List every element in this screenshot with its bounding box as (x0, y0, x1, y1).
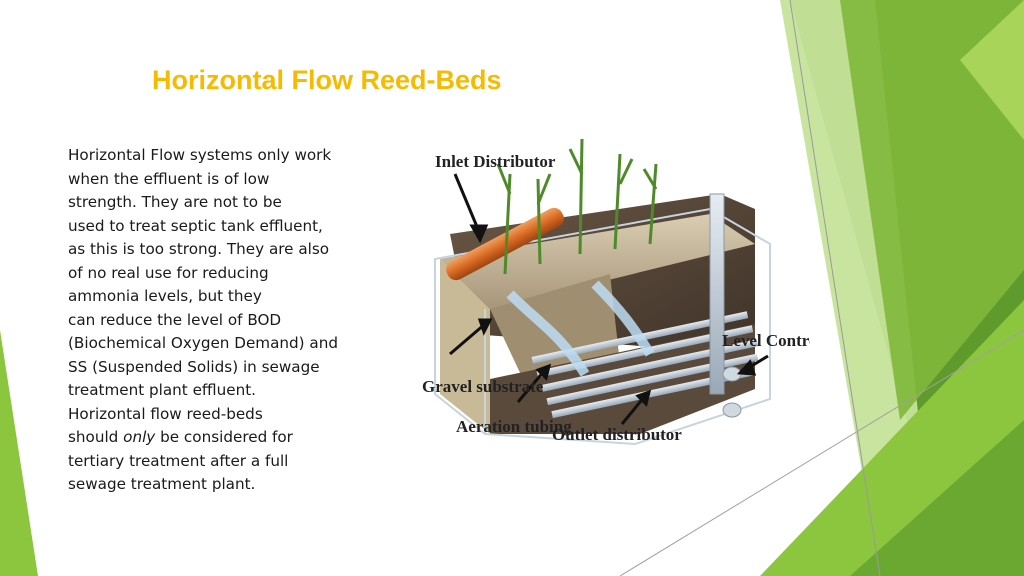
body-line: when the effluent is of low (68, 169, 270, 188)
deco-right-bright (960, 0, 1024, 140)
body-line: of no real use for reducing (68, 263, 269, 282)
body-line: tertiary treatment after a full (68, 451, 289, 470)
label-level-control: Level Control (722, 331, 810, 350)
body-line: Horizontal Flow systems only work (68, 146, 332, 164)
body-line: as this is too strong. They are also (68, 240, 330, 258)
body-emphasis: only (123, 428, 156, 446)
body-line: used to treat septic tank effluent, (68, 216, 323, 235)
label-gravel-substrate: Gravel substrate (422, 377, 544, 396)
body-line: ammonia levels, but they (68, 287, 262, 305)
body-line: can reduce the level of BOD (68, 310, 282, 329)
reed-bed-diagram: Inlet Distributor Level Control Gravel s… (422, 138, 810, 446)
body-line-emphasis: should only be considered for (68, 426, 378, 450)
deco-left-sliver (0, 330, 38, 576)
body-line: (Biochemical Oxygen Demand) and (68, 334, 338, 352)
body-text: Horizontal Flow systems only work when t… (68, 144, 378, 497)
deco-right-mid (840, 0, 1024, 420)
slide-title: Horizontal Flow Reed-Beds (152, 65, 502, 95)
body-line: Horizontal flow reed-beds (68, 404, 263, 423)
body-line: treatment plant effluent. (68, 381, 256, 399)
label-inlet-distributor: Inlet Distributor (435, 152, 556, 171)
level-control-pipe (709, 193, 725, 395)
base-liner (490, 324, 755, 434)
flow-arrow (506, 290, 590, 377)
gravel-top-surface (440, 214, 755, 309)
body-line: sewage treatment plant. (68, 475, 256, 493)
gravel-body (440, 259, 490, 434)
deco-bottom-accent (850, 420, 1024, 576)
flow-arrow (591, 280, 655, 357)
deco-right-light (780, 0, 935, 576)
deco-line-2 (619, 329, 1024, 576)
reed-plants (496, 138, 658, 275)
body-line: strength. They are not to be (68, 193, 282, 211)
body-text-fragment: be considered for (155, 428, 293, 446)
outlet-pipe-end (722, 402, 742, 418)
label-outlet-distributor: Outlet distributor (552, 425, 682, 444)
body-line: SS (Suspended Solids) in sewage (68, 357, 320, 376)
deco-line-1 (789, 0, 881, 576)
label-arrows (449, 173, 769, 425)
body-text-fragment: should (68, 428, 124, 446)
label-aeration-tubing: Aeration tubing (456, 417, 572, 436)
